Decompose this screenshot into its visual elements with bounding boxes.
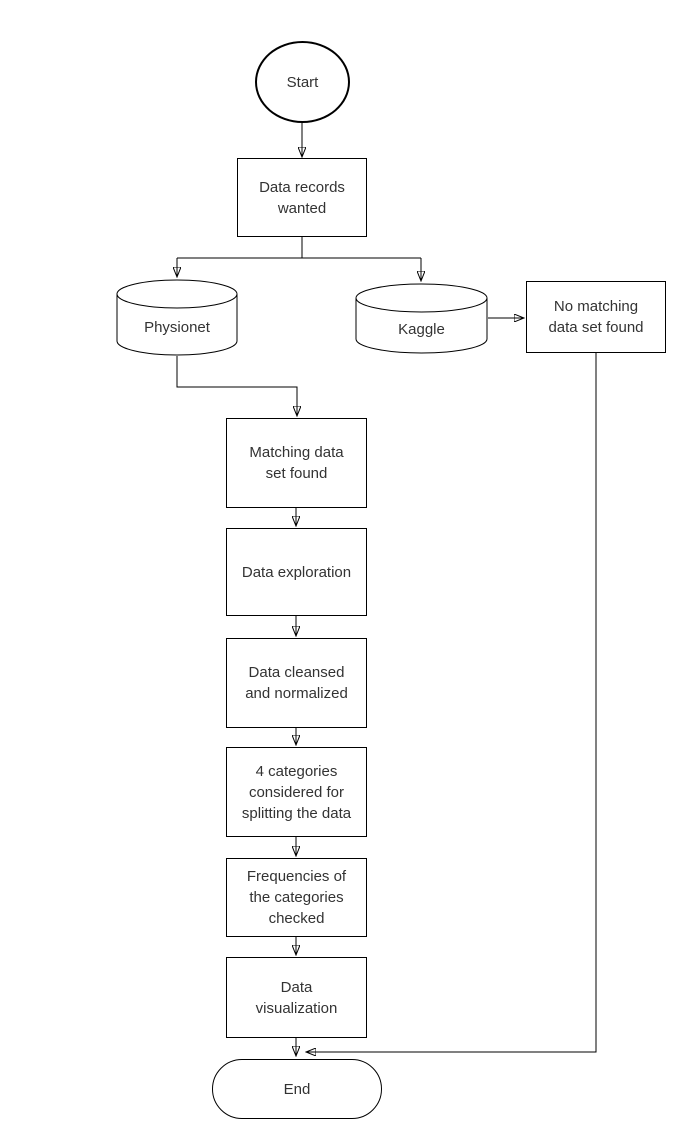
node-frequencies-checked: Frequencies of the categories checked: [226, 858, 367, 937]
node-start: Start: [255, 41, 350, 123]
node-data-visualization-label: Data visualization: [255, 978, 338, 1017]
node-data-records-wanted: Data records wanted: [237, 158, 367, 237]
node-data-exploration-label: Data exploration: [241, 563, 352, 581]
node-physionet-label: Physionet: [144, 319, 210, 336]
node-matching-label: Matching data set found: [249, 444, 344, 482]
node-categories-label: 4 categories considered for splitting th…: [241, 762, 352, 822]
node-end: End: [212, 1059, 382, 1119]
node-data-cleansed-label: Data cleansed and normalized: [245, 664, 348, 702]
node-frequencies-label: Frequencies of the categories checked: [246, 868, 347, 927]
node-physionet: Physionet: [116, 279, 238, 356]
node-end-label: End: [283, 1080, 311, 1098]
node-matching-data-set-found: Matching data set found: [226, 418, 367, 508]
node-data-records-wanted-label: Data records wanted: [259, 178, 345, 217]
node-no-matching-data-set-found: No matching data set found: [526, 281, 666, 353]
node-4-categories-considered: 4 categories considered for splitting th…: [226, 747, 367, 837]
edge-physionet-to-matching: [176, 356, 297, 416]
node-no-matching-label: No matching data set found: [548, 298, 644, 336]
node-data-cleansed-normalized: Data cleansed and normalized: [226, 638, 367, 728]
edge-branch-line: [177, 237, 421, 259]
node-start-label: Start: [286, 73, 319, 91]
node-kaggle: Kaggle: [355, 283, 488, 354]
node-data-visualization: Data visualization: [226, 957, 367, 1038]
node-kaggle-label: Kaggle: [398, 321, 445, 338]
cylinder-shape-icon: [116, 279, 238, 356]
cylinder-shape-icon: [355, 283, 488, 354]
node-data-exploration: Data exploration: [226, 528, 367, 616]
